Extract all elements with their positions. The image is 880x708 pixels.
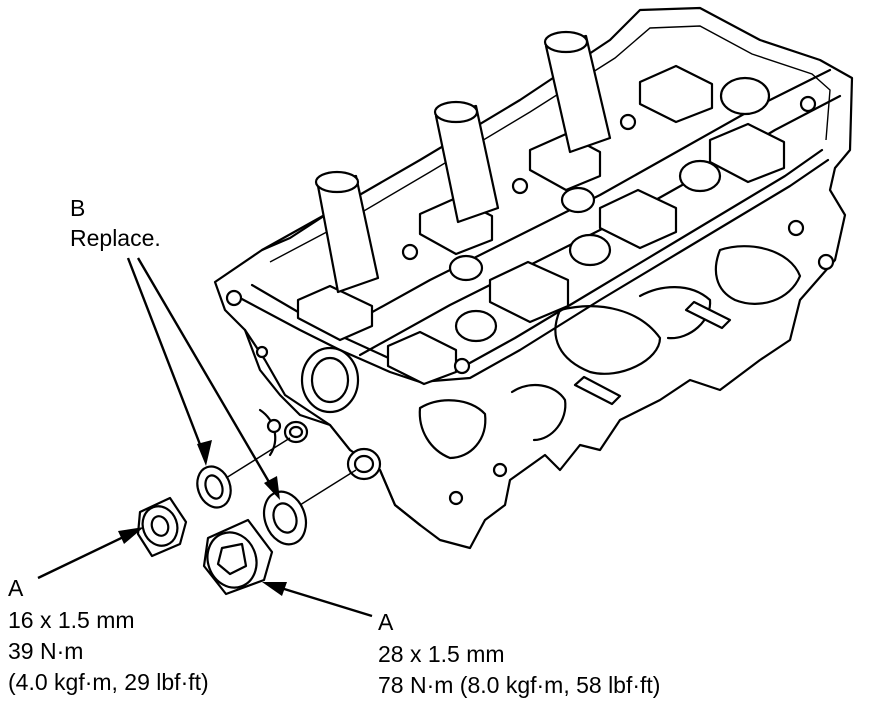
label-a-left-size: 16 x 1.5 mm <box>8 607 135 633</box>
cylinder-head <box>213 6 854 550</box>
label-a-right-size: 28 x 1.5 mm <box>378 641 505 667</box>
sealing-washer-large <box>262 490 308 546</box>
sealing-washers <box>196 437 357 546</box>
label-b-replace: Replace. <box>70 225 161 251</box>
label-a-right-torque: 78 N·m (8.0 kgf·m, 58 lbf·ft) <box>378 672 661 698</box>
leader-lines <box>37 257 373 618</box>
label-a-left-letter: A <box>8 575 24 601</box>
plug-bolt-large <box>206 531 258 589</box>
label-a-right-letter: A <box>378 609 394 635</box>
sealing-washer-small <box>196 465 232 509</box>
plug-bolt-small <box>141 505 179 547</box>
label-a-left-torque: 39 N·m <box>8 638 84 664</box>
label-a-left-torque-alt: (4.0 kgf·m, 29 lbf·ft) <box>8 669 209 695</box>
label-b-letter: B <box>70 195 86 221</box>
plug-bolts <box>136 496 274 596</box>
